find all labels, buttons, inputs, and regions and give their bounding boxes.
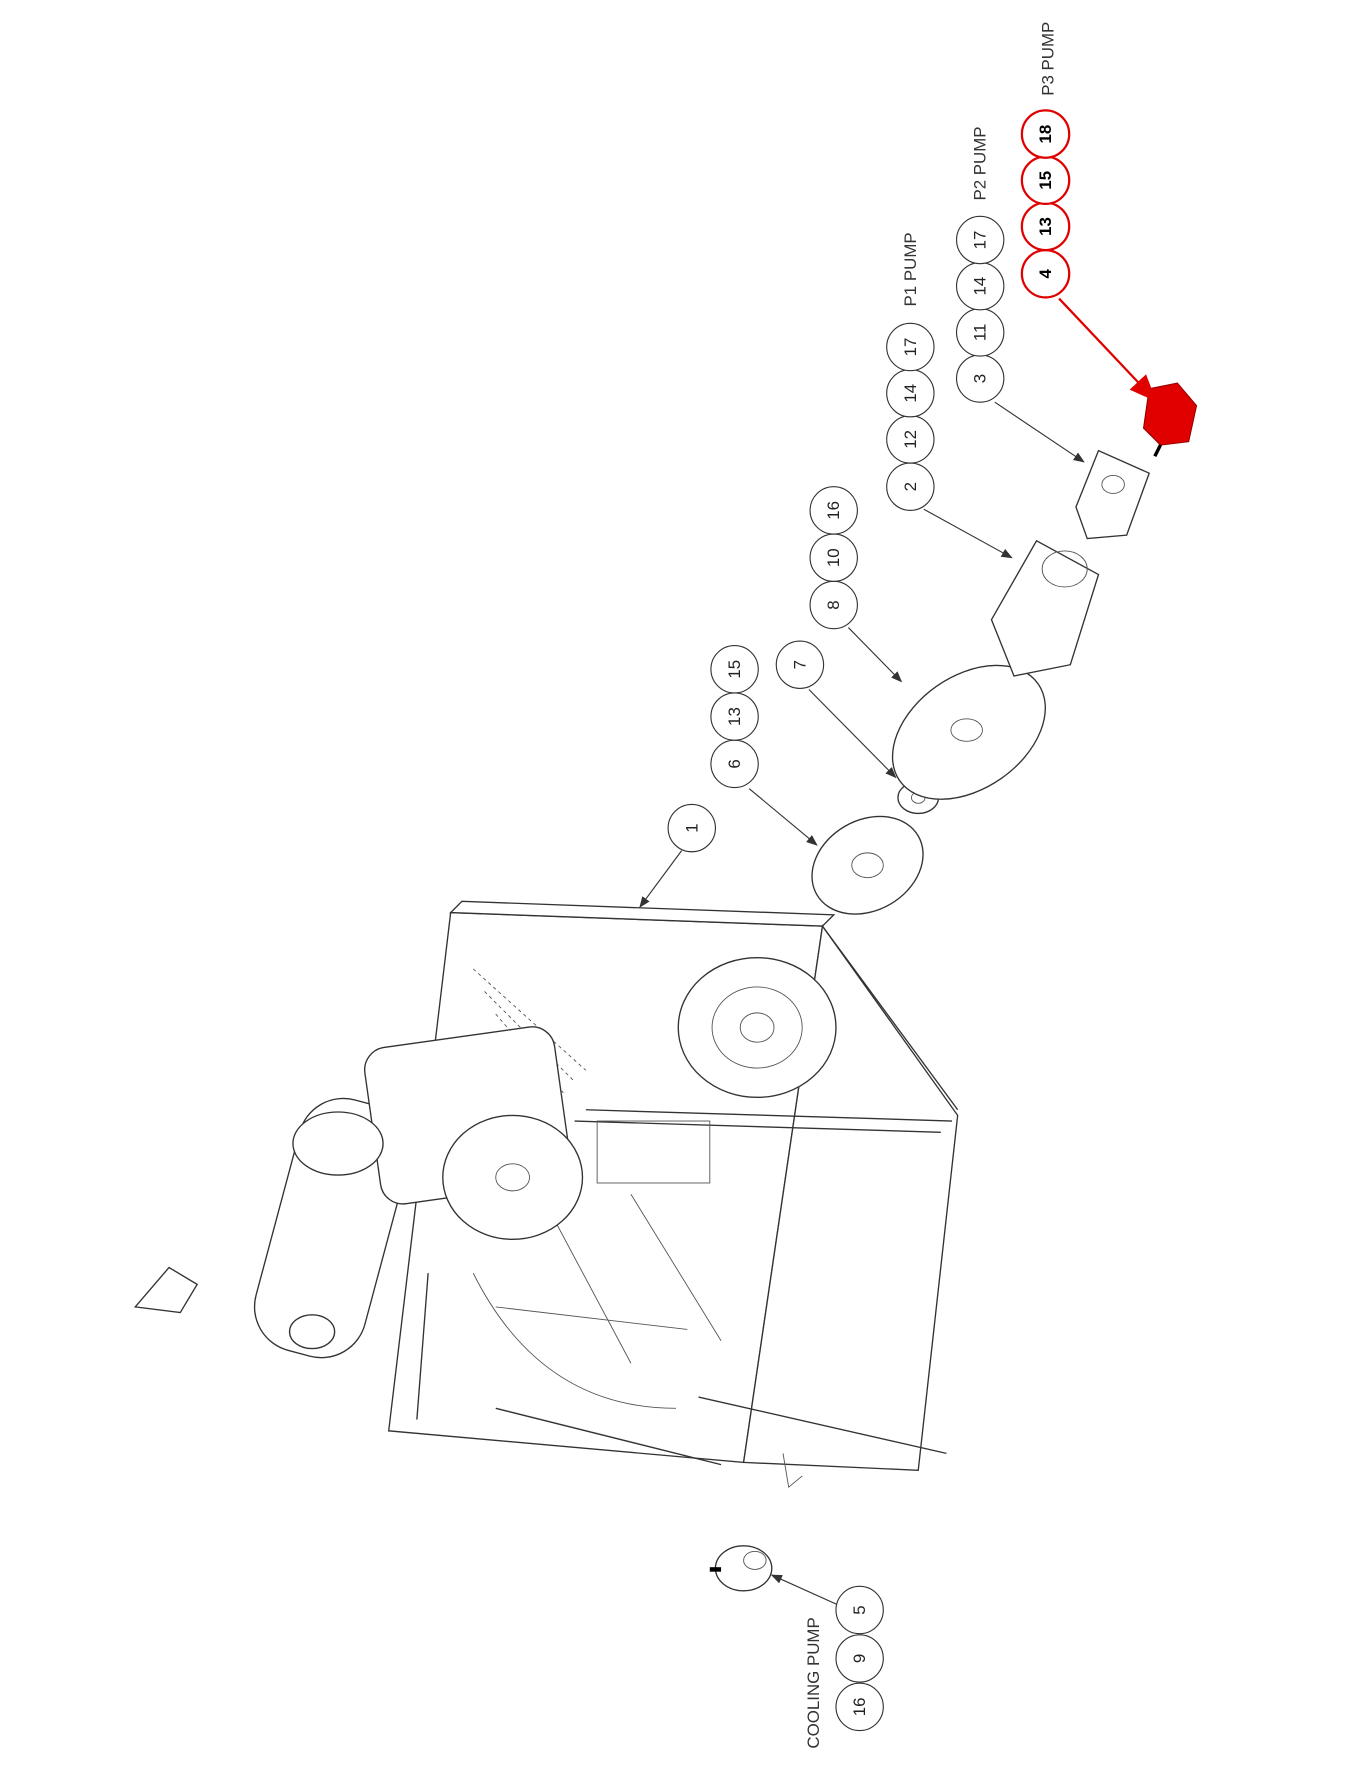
- balloon-16: 16: [850, 1697, 869, 1716]
- balloon-10: 10: [824, 548, 843, 567]
- coupling-plate-callouts: 8 10 16: [809, 486, 858, 630]
- balloon-1: 1: [682, 823, 701, 832]
- balloon-17: 17: [971, 231, 990, 250]
- muffler: [133, 1026, 584, 1359]
- cooling-pump-label: COOLING PUMP: [804, 1617, 823, 1748]
- power-unit-callouts: 1: [667, 803, 716, 853]
- balloon-2: 2: [901, 482, 920, 491]
- p1-pump-body: [990, 539, 1100, 677]
- p3-pump-label: P3 PUMP: [1038, 22, 1057, 96]
- balloon-3: 3: [971, 374, 990, 383]
- balloon-14: 14: [901, 384, 920, 403]
- p2-pump-label: P2 PUMP: [971, 126, 990, 200]
- balloon-8: 8: [824, 600, 843, 609]
- balloon-7: 7: [790, 660, 809, 669]
- balloon-5: 5: [850, 1605, 869, 1614]
- balloon-15: 15: [725, 660, 744, 679]
- balloon-4: 4: [1036, 268, 1055, 278]
- cooling-pump-callouts: 5 9 16 COOLING PUMP: [804, 1585, 884, 1749]
- coupling-callouts: 7: [775, 640, 825, 689]
- adapter-plate: [811, 815, 924, 915]
- balloon-11: 11: [971, 324, 990, 342]
- p3-pump-body: [1142, 382, 1198, 458]
- balloon-18: 18: [1036, 125, 1055, 144]
- p1-pump-callouts: 2 12 14 17 P1 PUMP: [886, 232, 935, 511]
- balloon-15: 15: [1036, 171, 1055, 190]
- balloon-9: 9: [850, 1654, 869, 1663]
- cooling-pump-body: [709, 1545, 773, 1592]
- p1-pump-label: P1 PUMP: [901, 232, 920, 306]
- balloon-14: 14: [971, 277, 990, 296]
- power-unit-frame: [133, 900, 959, 1489]
- p2-pump-callouts: 3 11 14 17 P2 PUMP: [955, 126, 1005, 403]
- balloon-16: 16: [824, 501, 843, 520]
- balloon-13: 13: [725, 707, 744, 726]
- p3-pump-callouts: 4 13 15 18 P3 PUMP: [1020, 22, 1071, 299]
- balloon-6: 6: [725, 759, 744, 768]
- leader-lines: [639, 297, 1157, 1606]
- p2-pump-body: [1075, 449, 1151, 540]
- coupling-plate: [891, 664, 1046, 800]
- balloon-12: 12: [901, 430, 920, 449]
- balloon-13: 13: [1036, 217, 1055, 236]
- balloon-17: 17: [901, 338, 920, 357]
- adapter-callouts: 6 13 15: [710, 645, 759, 789]
